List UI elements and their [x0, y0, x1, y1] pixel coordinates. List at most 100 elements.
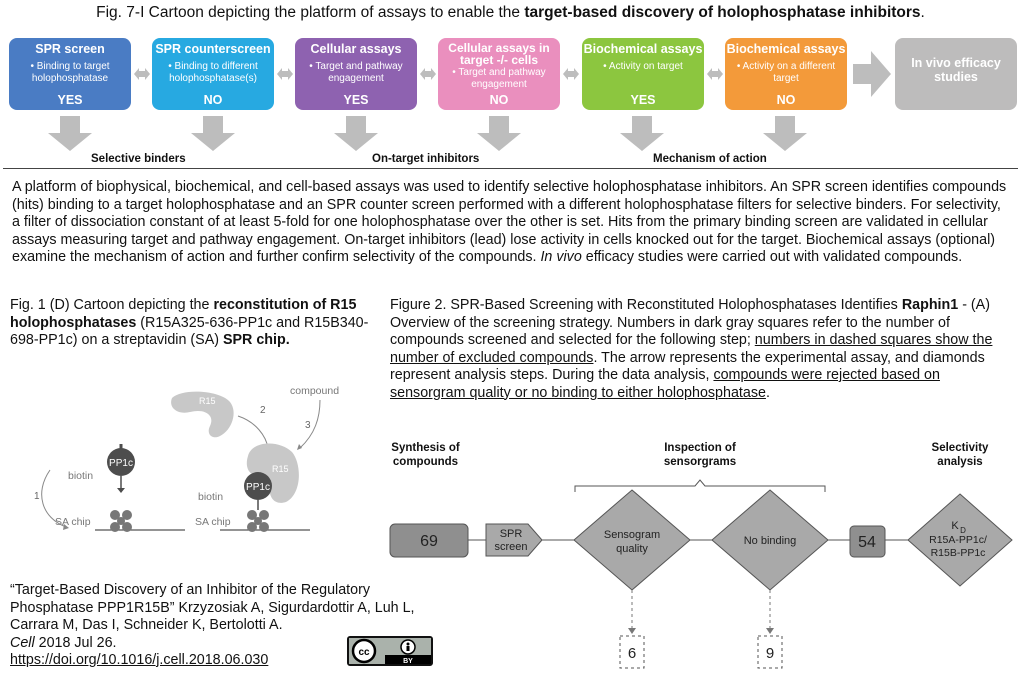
fig7-title-suffix: . [920, 4, 925, 21]
header-text: Inspection of [664, 442, 736, 454]
description-italic: In vivo [540, 249, 582, 265]
down-arrow-icon [620, 116, 664, 151]
citation-text: “Target-Based Discovery of an Inhibitor … [10, 582, 415, 633]
spr-screen-arrow [485, 523, 543, 557]
spr-label: screen [494, 541, 527, 553]
description-text: A platform of biophysical, biochemical, … [12, 179, 1007, 265]
step-2-label: 2 [260, 405, 266, 416]
header-text: Selectivity [931, 442, 989, 454]
assay-desc: • Activity on target [603, 61, 683, 72]
license-label: BY [403, 658, 413, 664]
kd-subscript: D [960, 526, 966, 535]
assay-title: Biochemical assays [583, 42, 703, 56]
down-arrow-icon [334, 116, 378, 151]
assay-box-spr-counterscreen: SPR counterscreen • Binding to different… [152, 38, 274, 110]
step-label-mechanism: Mechanism of action [653, 153, 767, 165]
count-selected: 54 [858, 534, 876, 551]
assay-result: NO [489, 93, 509, 107]
divider [3, 168, 1018, 169]
header-text: compounds [392, 456, 459, 468]
compound-label: compound [290, 385, 339, 397]
assay-desc: • Binding to different holophosphatase(s… [168, 61, 258, 84]
fig1-caption: Fig. 1 (D) Cartoon depicting the reconst… [10, 297, 382, 350]
fig1-caption-prefix: Fig. 1 (D) Cartoon depicting the [10, 297, 214, 313]
curved-arrow-icon [237, 415, 269, 449]
assay-box-biochemical-different: Biochemical assays • Activity on a diffe… [725, 38, 847, 110]
fig1-caption-bold2: SPR chip. [222, 332, 290, 348]
double-arrow-icon [420, 68, 436, 80]
assay-result: YES [343, 93, 369, 107]
fig7-title: Fig. 7-I Cartoon depicting the platform … [0, 4, 1021, 22]
citation-journal-line: Cell 2018 Jul 26. [10, 635, 450, 653]
assay-result: NO [776, 93, 796, 107]
assay-title: In vivo efficacy studies [911, 56, 1001, 84]
double-arrow-icon [277, 68, 293, 80]
count-box-start [389, 523, 469, 558]
assay-box-biochemical: Biochemical assays • Activity on target … [582, 38, 704, 110]
description-paragraph: A platform of biophysical, biochemical, … [12, 179, 1012, 267]
assay-box-cellular-knockout: Cellular assays in target -/- cells • Ta… [438, 38, 560, 110]
assay-title: SPR counterscreen [155, 42, 271, 56]
header-inspection: Inspection of sensorgrams [645, 441, 755, 469]
excluded-box [619, 635, 645, 669]
fig1-caption-middle: (R15A325-636-PP1c and R15B340-698-PP1c) … [10, 314, 369, 349]
double-arrow-icon [563, 68, 579, 80]
assay-box-in-vivo: In vivo efficacy studies [895, 38, 1017, 110]
assay-desc: • Target and pathway engagement [309, 61, 403, 84]
diamond-label: Sensogram [604, 529, 660, 541]
curved-arrow-icon [41, 469, 67, 528]
spr-label: SPR [500, 528, 523, 540]
assay-result: YES [57, 93, 83, 107]
fig7-title-bold: target-based discovery of holophosphatas… [524, 4, 921, 21]
biotin-label: biotin [198, 491, 223, 503]
assay-desc: • Activity on a different target [736, 61, 836, 84]
excluded-count: 9 [766, 645, 774, 662]
header-synthesis: Synthesis of compounds [378, 441, 473, 469]
assay-title: Cellular assays [310, 42, 402, 56]
diamond-label: No binding [744, 535, 797, 547]
r15-label: R15 [272, 464, 289, 474]
biotin-label: biotin [68, 470, 93, 482]
assay-desc: • Target and pathway engagement [452, 67, 546, 90]
step-label-selective-binders: Selective binders [91, 153, 186, 165]
excluded-box [757, 635, 783, 669]
curved-arrow-icon [299, 399, 321, 449]
r15-shape [171, 391, 234, 438]
streptavidin-icon [110, 510, 132, 532]
pp1c-circle [244, 472, 272, 500]
citation-date: 2018 Jul 26. [34, 634, 117, 651]
header-selectivity: Selectivity analysis [915, 441, 1005, 469]
r15-label: R15 [199, 396, 216, 406]
diamond-label: quality [616, 543, 648, 555]
fig2-caption-prefix: Figure 2. SPR-Based Screening with Recon… [390, 297, 902, 313]
fig2-caption-bold: Raphin1 [901, 297, 959, 313]
citation-journal: Cell [10, 634, 35, 651]
r15-shape [246, 443, 299, 503]
pp1c-label: PP1c [109, 458, 133, 469]
fig2-caption-text: . [765, 384, 770, 401]
cc-license-icon: cc BY [349, 638, 431, 665]
streptavidin-icon [247, 510, 269, 532]
fig1-caption-bold: reconstitution of R15 holophosphatases [10, 297, 357, 331]
double-arrow-icon [134, 68, 150, 80]
right-arrow-icon [853, 51, 891, 97]
sa-chip-label: SA chip [195, 516, 231, 528]
double-arrow-icon [707, 68, 723, 80]
assay-title: Cellular assays in target -/- cells [448, 41, 550, 67]
fig2-flowchart: 69 SPR screen Sensogram quality No bindi… [389, 479, 1013, 669]
sa-chip-label: SA chip [55, 516, 91, 528]
pp1c-circle [107, 448, 135, 476]
cc-by-license-badge: cc BY [347, 636, 433, 666]
pp1c-label: PP1c [246, 482, 270, 493]
citation: “Target-Based Discovery of an Inhibitor … [10, 582, 450, 670]
fig7-arrows [48, 51, 891, 151]
assay-result: NO [203, 93, 223, 107]
diamond-selectivity [907, 493, 1013, 587]
biotin-marker-icon [117, 488, 125, 493]
doi-link[interactable]: https://doi.org/10.1016/j.cell.2018.06.0… [10, 652, 269, 668]
assay-result: YES [630, 93, 656, 107]
count-start: 69 [420, 533, 438, 550]
assay-box-spr-screen: SPR screen • Binding to target holophosp… [9, 38, 131, 110]
fig2-caption-underline: compounds were rejected based on sensorg… [390, 367, 940, 401]
excluded-count: 6 [628, 645, 636, 662]
